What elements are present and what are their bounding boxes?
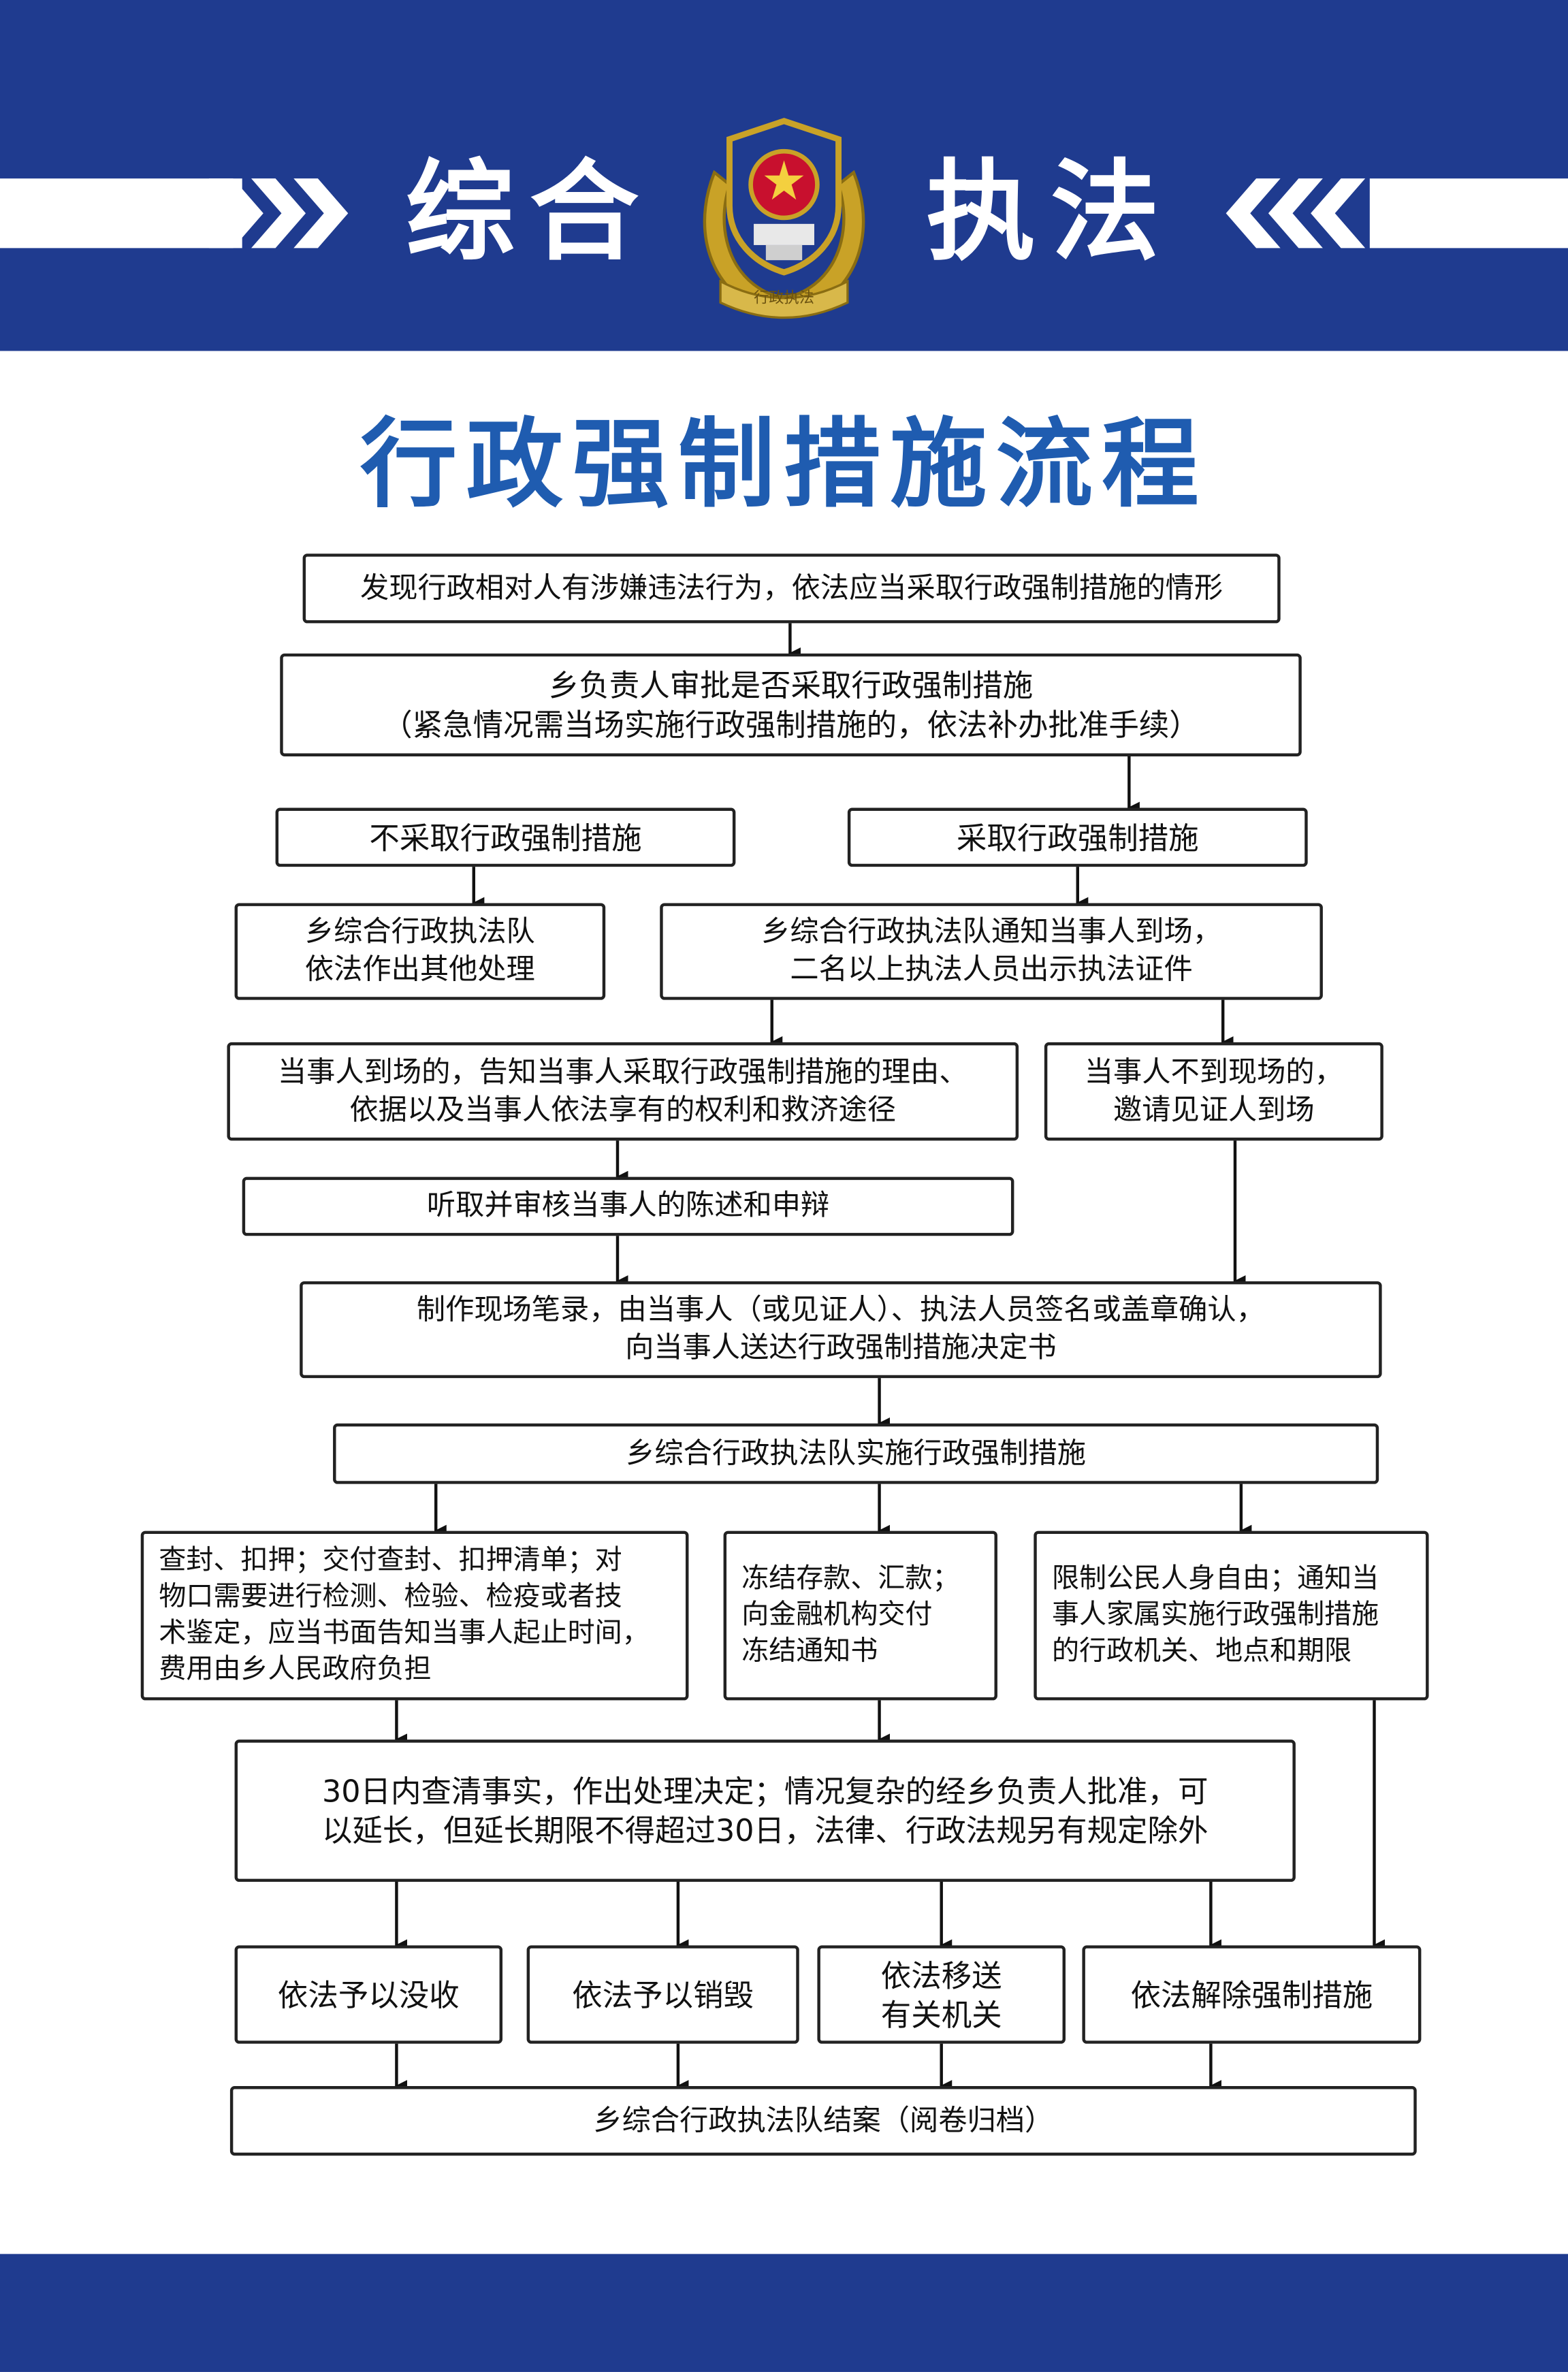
step-freeze-deposits: 冻结存款、汇款； 向金融机构交付 冻结通知书 [723,1530,997,1701]
step-transfer-text: 依法移送 有关机关 [880,1957,1002,2033]
step-other-handling-text: 乡综合行政执法队 依法作出其他处理 [304,915,535,987]
step-implement: 乡综合行政执法队实施行政强制措施 [333,1423,1379,1484]
step-record: 制作现场笔录，由当事人（或见证人）、执法人员签名或盖章确认， 向当事人送达行政强… [300,1281,1382,1379]
step-take-measure: 采取行政强制措施 [847,807,1308,867]
step-implement-text: 乡综合行政执法队实施行政强制措施 [626,1436,1087,1470]
step-destroy: 依法予以销毁 [526,1945,799,2044]
step-other-handling: 乡综合行政执法队 依法作出其他处理 [234,903,606,1000]
step-no-measure: 不采取行政强制措施 [275,807,736,867]
chevron-left-icon [1226,178,1366,249]
header-word-left: 综合 [405,148,654,276]
step-approve-text: 乡负责人审批是否采取行政强制措施 （紧急情况需当场实施行政强制措施的，依法补办批… [382,667,1200,743]
step-transfer: 依法移送 有关机关 [817,1945,1066,2044]
step-notify: 乡综合行政执法队通知当事人到场， 二名以上执法人员出示执法证件 [660,903,1323,1000]
step-close-case-text: 乡综合行政执法队结案（阅卷归档） [593,2103,1054,2137]
step-party-present-text: 当事人到场的，告知当事人采取行政强制措施的理由、 依据以及当事人依法享有的权利和… [277,1055,968,1127]
step-approve: 乡负责人审批是否采取行政强制措施 （紧急情况需当场实施行政强制措施的，依法补办批… [280,653,1302,756]
step-seal-detain: 查封、扣押；交付查封、扣押清单；对 物口需要进行检测、检验、检疫或者技 术鉴定，… [140,1530,689,1701]
step-restrict-freedom-text: 限制公民人身自由；通知当 事人家属实施行政强制措施 的行政机关、地点和期限 [1051,1562,1379,1667]
step-confiscate: 依法予以没收 [234,1945,503,2044]
footer-band [0,2254,1568,2372]
page-title: 行政强制措施流程 [360,410,1208,522]
police-emblem-icon: 行政执法 [703,118,865,319]
header-strip-right [1369,178,1568,249]
step-close-case: 乡综合行政执法队结案（阅卷归档） [229,2086,1417,2156]
step-destroy-text: 依法予以销毁 [572,1976,754,2013]
step-take-measure-text: 采取行政强制措施 [956,819,1199,856]
header-strip-left [0,178,242,249]
step-decision: 30日内查清事实，作出处理决定；情况复杂的经乡负责人批准，可 以延长，但延长期限… [234,1740,1296,1882]
chevron-right-icon [208,178,349,249]
emblem-label: 行政执法 [754,289,814,306]
step-no-measure-text: 不采取行政强制措施 [369,819,642,856]
header-word-right: 执法 [926,148,1175,276]
step-release: 依法解除强制措施 [1082,1945,1422,2044]
step-freeze-deposits-text: 冻结存款、汇款； 向金融机构交付 冻结通知书 [741,1562,960,1667]
step-release-text: 依法解除强制措施 [1130,1976,1373,2013]
step-restrict-freedom: 限制公民人身自由；通知当 事人家属实施行政强制措施 的行政机关、地点和期限 [1034,1530,1429,1701]
step-seal-detain-text: 查封、扣押；交付查封、扣押清单；对 物口需要进行检测、检验、检疫或者技 术鉴定，… [159,1544,650,1686]
step-notify-text: 乡综合行政执法队通知当事人到场， 二名以上执法人员出示执法证件 [761,915,1221,987]
step-party-absent: 当事人不到现场的， 邀请见证人到场 [1044,1042,1383,1141]
step-discover: 发现行政相对人有涉嫌违法行为，依法应当采取行政强制措施的情形 [302,554,1281,624]
step-record-text: 制作现场笔录，由当事人（或见证人）、执法人员签名或盖章确认， 向当事人送达行政强… [416,1293,1265,1365]
step-party-present: 当事人到场的，告知当事人采取行政强制措施的理由、 依据以及当事人依法享有的权利和… [227,1042,1019,1141]
step-hearing-text: 听取并审核当事人的陈述和申辩 [426,1189,830,1223]
step-discover-text: 发现行政相对人有涉嫌违法行为，依法应当采取行政强制措施的情形 [360,571,1223,605]
step-hearing: 听取并审核当事人的陈述和申辩 [242,1176,1014,1236]
step-confiscate-text: 依法予以没收 [277,1976,460,2013]
step-decision-text: 30日内查清事实，作出处理决定；情况复杂的经乡负责人批准，可 以延长，但延长期限… [321,1773,1209,1849]
step-party-absent-text: 当事人不到现场的， 邀请见证人到场 [1084,1055,1343,1127]
